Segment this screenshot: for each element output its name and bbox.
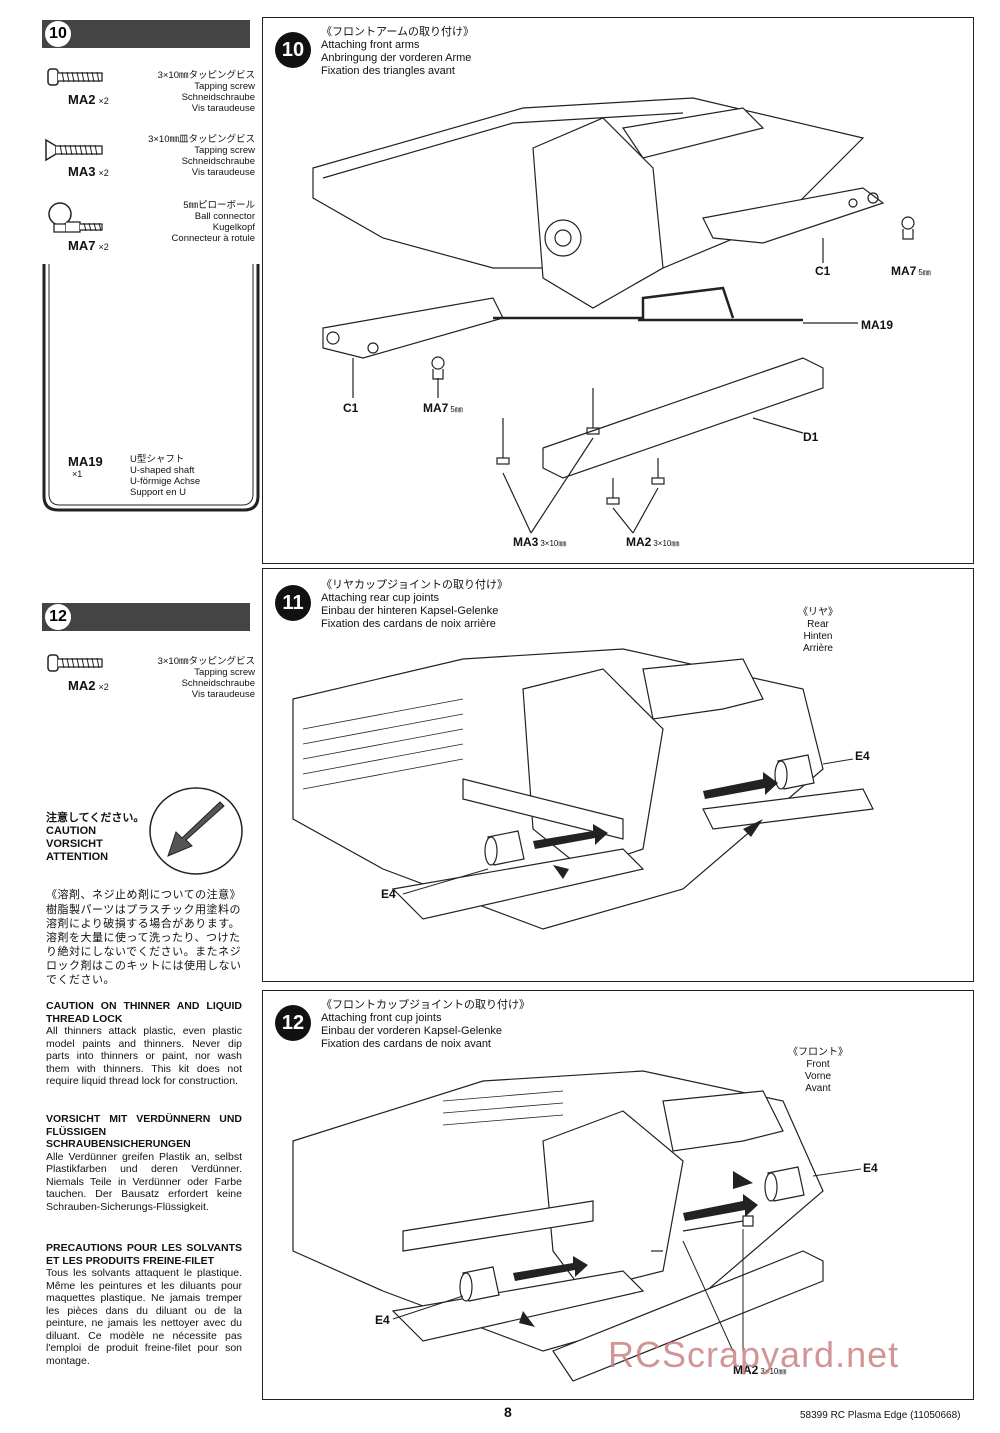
step-number: 11 (275, 585, 311, 621)
caution-fr: PRECAUTIONS POUR LES SOLVANTS ET LES PRO… (46, 1242, 242, 1367)
caution-en: CAUTION ON THINNER AND LIQUID THREAD LOC… (46, 1000, 242, 1087)
part-code-ma2: MA2×2 (68, 92, 109, 107)
label-e4-right: E4 (855, 749, 870, 763)
label-d1: D1 (803, 430, 819, 444)
label-e4-right: E4 (863, 1161, 878, 1175)
caution-arrow-icon (149, 787, 243, 875)
part-code-ma3: MA3×2 (68, 164, 109, 179)
step-11-panel: 11 《リヤカップジョイントの取り付け》Attaching rear cup j… (262, 568, 974, 982)
label-c1-left: C1 (343, 401, 359, 415)
front-arm-assembly-drawing (312, 97, 915, 534)
caution-header: 注意してください。 CAUTION VORSICHT ATTENTION (46, 812, 145, 863)
rear-cup-joint-drawing (292, 648, 874, 930)
label-ma19: MA19 (861, 318, 894, 332)
part-code-ma2: MA2×2 (68, 678, 109, 693)
step-12-panel: 12 《フロントカップジョイントの取り付け》Attaching front cu… (262, 990, 974, 1400)
u-shaped-shaft-icon (42, 264, 260, 512)
ball-connector-icon (48, 202, 103, 233)
caution-jp-title: 《溶剤、ネジ止め剤についての注意》 (46, 889, 242, 901)
watermark: RCScrapyard.net (608, 1334, 900, 1375)
front-cup-joint-drawing (292, 1070, 862, 1382)
step-number: 10 (45, 21, 71, 47)
label-c1-right: C1 (815, 264, 831, 278)
document-code: 58399 RC Plasma Edge (11050668) (800, 1410, 961, 1421)
step-number: 12 (275, 1005, 311, 1041)
step-10-bag-header: 10 (42, 20, 250, 48)
label-e4-left: E4 (381, 887, 396, 901)
tapping-screw-icon (47, 68, 103, 86)
step-title: 《リヤカップジョイントの取り付け》Attaching rear cup join… (321, 579, 508, 630)
label-e4-left: E4 (375, 1313, 390, 1327)
step-title: 《フロントカップジョイントの取り付け》Attaching front cup j… (321, 999, 530, 1050)
step-number: 12 (45, 604, 71, 630)
part-code-ma7: MA7×2 (68, 238, 109, 253)
page-number: 8 (504, 1404, 512, 1420)
countersunk-screw-icon (45, 138, 103, 162)
caution-jp-body: 樹脂製パーツはプラスチック用塗料の溶剤により破損する場合があります。溶剤を大量に… (46, 904, 242, 986)
tapping-screw-icon (47, 654, 103, 672)
step-number: 10 (275, 32, 311, 68)
part-code-ma19: MA19×1 (68, 454, 103, 479)
caution-de: VORSICHT MIT VERDÜNNERN UND FLÜSSIGEN SC… (46, 1113, 242, 1213)
step-12-bag-header: 12 (42, 603, 250, 631)
